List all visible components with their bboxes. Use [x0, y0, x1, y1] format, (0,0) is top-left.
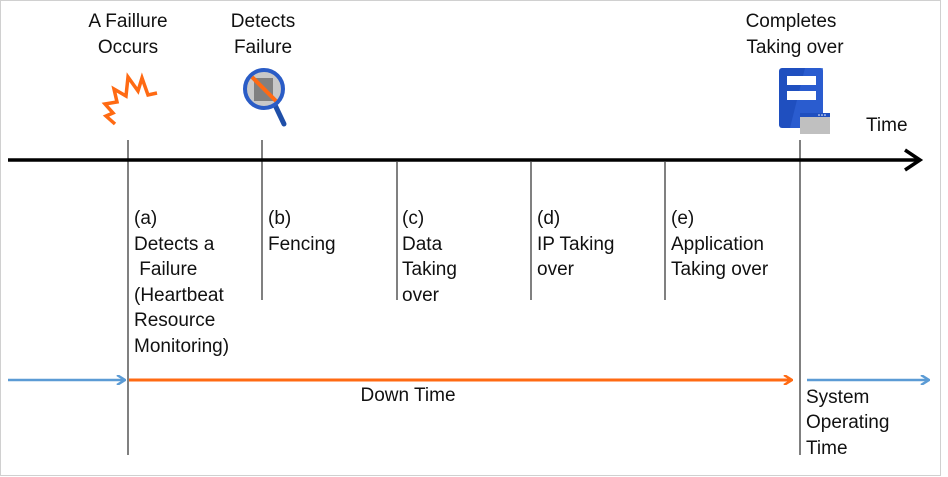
down-time-label: Down Time: [360, 385, 455, 406]
svg-text:over: over: [402, 285, 440, 306]
magnifier-icon: [243, 68, 287, 127]
time-axis-arrowhead: [904, 148, 924, 172]
svg-text:Monitoring): Monitoring): [134, 336, 229, 357]
svg-text:Fencing: Fencing: [268, 234, 336, 255]
svg-text:Failure: Failure: [134, 259, 197, 280]
step-d-label: (d) IP Taking over: [537, 208, 614, 280]
svg-text:Resource: Resource: [134, 310, 215, 331]
step-markers: [127, 140, 801, 455]
svg-text:Application: Application: [671, 234, 764, 255]
operating-time-label: System Operating Time: [806, 387, 889, 459]
event-complete-label: Completes Taking over: [746, 11, 845, 58]
svg-text:Detects a: Detects a: [134, 234, 215, 255]
step-c-label: (c) Data Taking over: [402, 208, 457, 306]
axis-label: Time: [866, 115, 908, 136]
svg-text:Taking: Taking: [402, 259, 457, 280]
event-failure-label: A Faillure Occurs: [88, 11, 167, 58]
step-e-label: (e) Application Taking over: [671, 208, 769, 280]
svg-text:(Heartbeat: (Heartbeat: [134, 285, 224, 306]
svg-text:Occurs: Occurs: [98, 37, 158, 58]
svg-text:(c): (c): [402, 208, 424, 229]
svg-text:(e): (e): [671, 208, 694, 229]
svg-text:over: over: [537, 259, 575, 280]
svg-text:Taking over: Taking over: [671, 259, 769, 280]
svg-text:(b): (b): [268, 208, 291, 229]
step-a-label: (a) Detects a Failure (Heartbeat Resourc…: [134, 208, 229, 357]
svg-text:Time: Time: [806, 438, 848, 459]
event-detect-label: Detects Failure: [231, 11, 295, 58]
svg-text:Failure: Failure: [234, 37, 292, 58]
step-b-label: (b) Fencing: [268, 208, 336, 255]
svg-text:Operating: Operating: [806, 412, 889, 433]
svg-text:Completes: Completes: [746, 11, 837, 32]
svg-text:IP Taking: IP Taking: [537, 234, 614, 255]
svg-text:Data: Data: [402, 234, 443, 255]
lightning-icon: [101, 72, 158, 126]
svg-text:A Faillure: A Faillure: [88, 11, 167, 32]
svg-text:(a): (a): [134, 208, 157, 229]
svg-text:System: System: [806, 387, 869, 408]
server-icon: [779, 68, 830, 134]
svg-text:Taking over: Taking over: [746, 37, 844, 58]
svg-text:(d): (d): [537, 208, 560, 229]
svg-text:Detects: Detects: [231, 11, 295, 32]
